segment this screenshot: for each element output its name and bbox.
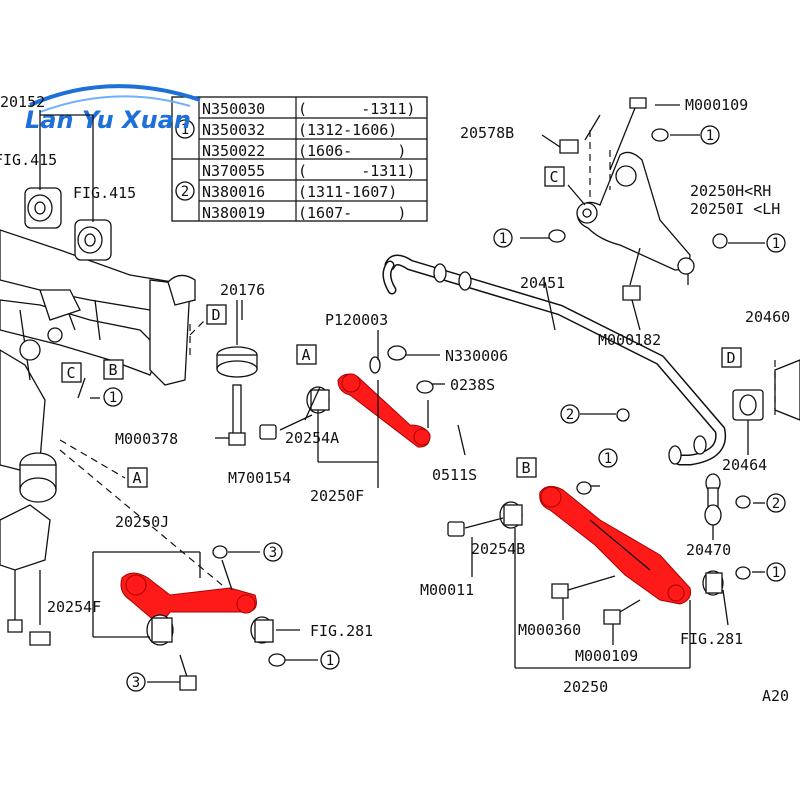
label-20254a: 20254A (285, 429, 339, 447)
legend-marker-2: 2 (181, 184, 189, 200)
marker-1: 1 (326, 653, 334, 669)
callout-b: B (521, 459, 530, 477)
label-20451: 20451 (520, 274, 565, 292)
callout-boxes: D C B A A C D B (61, 166, 742, 488)
callout-d: D (726, 349, 735, 367)
label-20464: 20464 (722, 456, 767, 474)
callout-d: D (211, 306, 220, 324)
marker-1: 1 (706, 128, 714, 144)
legend-range: ( -1311) (298, 162, 415, 180)
leaders-left (39, 110, 241, 601)
nut-n330006 (369, 345, 434, 394)
label-p120003: P120003 (325, 311, 388, 329)
label-20176: 20176 (220, 281, 265, 299)
legend-range: ( -1311) (298, 100, 415, 118)
label-20152: 20152 (0, 93, 45, 111)
part-labels: 20152 FIG.415 FIG.415 20176 20578B M0001… (0, 93, 790, 705)
label-20250h: 20250H<RH (690, 182, 771, 200)
label-20254b: 20254B (471, 540, 525, 558)
callout-a: A (301, 346, 310, 364)
callout-c: C (66, 364, 75, 382)
label-fig281: FIG.281 (310, 622, 373, 640)
bushing-20254f (146, 545, 286, 691)
label-20250f: 20250F (310, 487, 364, 505)
marker-1: 1 (109, 390, 117, 406)
legend-table: 1 2 N350030 ( -1311) N350032 (1312-1606)… (171, 96, 428, 222)
label-20250: 20250 (563, 678, 608, 696)
marker-1: 1 (772, 565, 780, 581)
marker-1: 1 (604, 451, 612, 467)
link-20470 (616, 408, 751, 526)
label-20254f: 20254F (47, 598, 101, 616)
bushing-20254b (447, 481, 751, 625)
legend-range: (1311-1607) (298, 183, 397, 201)
legend-range: (1606- ) (298, 142, 406, 160)
watermark-logo: Lan Yu Xuan (25, 84, 201, 134)
label-m00011: M00011 (420, 581, 474, 599)
stabilizer-bar-20451 (382, 254, 727, 466)
legend-part: N350032 (202, 121, 265, 139)
arm-20250f (337, 373, 431, 448)
marker-3: 3 (132, 675, 140, 691)
label-0511s: 0511S (432, 466, 477, 484)
label-fig415: FIG.415 (73, 184, 136, 202)
label-m000109: M000109 (685, 96, 748, 114)
subframe-assembly (0, 187, 196, 646)
legend-part: N380016 (202, 183, 265, 201)
label-fig281: FIG.281 (680, 630, 743, 648)
marker-2: 2 (772, 496, 780, 512)
label-m000378: M000378 (115, 430, 178, 448)
legend-marker-1: 1 (181, 122, 189, 138)
diagram-code: A20 (762, 687, 789, 705)
callout-c: C (549, 168, 558, 186)
legend-range: (1312-1606) (298, 121, 397, 139)
callout-a: A (132, 469, 141, 487)
label-20250j: 20250J (115, 513, 169, 531)
label-20250i: 20250I <LH (690, 200, 780, 218)
marker-2: 2 (566, 407, 574, 423)
label-n330006: N330006 (445, 347, 508, 365)
label-0238s: 0238S (450, 376, 495, 394)
leader-lines (77, 104, 765, 683)
label-fig415: FIG.415 (0, 151, 57, 169)
marker-1: 1 (772, 236, 780, 252)
label-20470: 20470 (686, 541, 731, 559)
label-m000182: M000182 (598, 331, 661, 349)
legend-range: (1607- ) (298, 204, 406, 222)
label-m700154: M700154 (228, 469, 291, 487)
callout-b: B (108, 361, 117, 379)
legend-part: N350022 (202, 142, 265, 160)
label-m000109: M000109 (575, 647, 638, 665)
marker-3: 3 (269, 545, 277, 561)
bushing-20464 (732, 359, 800, 421)
bushing-20254a (259, 386, 330, 440)
part-20176-stopper (216, 300, 258, 446)
arm-20250j (120, 559, 257, 621)
watermark-text: Lan Yu Xuan (25, 106, 191, 134)
label-20460: 20460 (745, 308, 790, 326)
label-20578b: 20578B (460, 124, 514, 142)
arm-20250h (548, 97, 728, 301)
legend-part: N370055 (202, 162, 265, 180)
arm-20250 (539, 486, 691, 605)
legend-part: N380019 (202, 204, 265, 222)
label-m000360: M000360 (518, 621, 581, 639)
circled-markers: 1 1 1 1 2 1 2 1 3 1 3 (103, 125, 786, 692)
legend-part: N350030 (202, 100, 265, 118)
marker-1: 1 (499, 231, 507, 247)
